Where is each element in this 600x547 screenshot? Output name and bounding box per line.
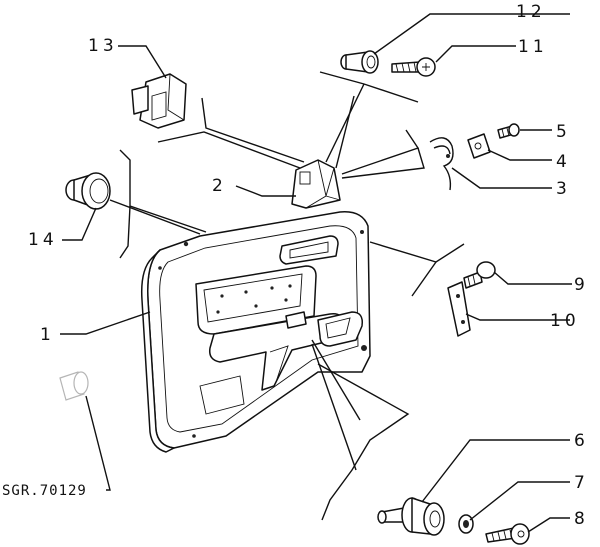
callout-12: 12 (516, 2, 546, 22)
washer-part-7 (458, 514, 474, 534)
callout-4: 4 (556, 152, 571, 172)
callout-5: 5 (556, 122, 571, 142)
callout-labels: 13 12 11 5 4 3 2 14 1 9 10 6 7 8 SGR.701… (2, 2, 589, 529)
callout-1: 1 (40, 325, 55, 345)
reference-code: SGR.70129 (2, 483, 87, 499)
spring-clip-part-3 (429, 137, 454, 191)
grommet-part-14 (65, 172, 111, 210)
reference-grommet-ghost (59, 371, 89, 401)
callout-2: 2 (212, 176, 227, 196)
leader-lines (60, 13, 572, 533)
bracket-plate-part-10 (447, 281, 471, 337)
callout-8: 8 (574, 509, 589, 529)
spacer-bushing-part-6 (377, 497, 445, 536)
mirror-bracket-part-2 (291, 159, 341, 209)
callout-14: 14 (28, 230, 58, 250)
small-screw-part-5 (497, 123, 520, 139)
callout-10: 10 (550, 311, 580, 331)
callout-13: 13 (88, 36, 118, 56)
clip-nut-part-4 (467, 133, 491, 159)
screw-part-9 (463, 261, 496, 289)
retaining-clip-part-13 (131, 73, 187, 129)
door-trim-panel (140, 211, 371, 453)
screw-part-11 (391, 57, 436, 77)
callout-9: 9 (574, 275, 589, 295)
bolt-part-8 (485, 523, 530, 545)
callout-3: 3 (556, 179, 571, 199)
callout-6: 6 (574, 431, 589, 451)
callout-7: 7 (574, 473, 589, 493)
callout-11: 11 (518, 37, 548, 57)
bushing-part-12 (340, 50, 379, 74)
